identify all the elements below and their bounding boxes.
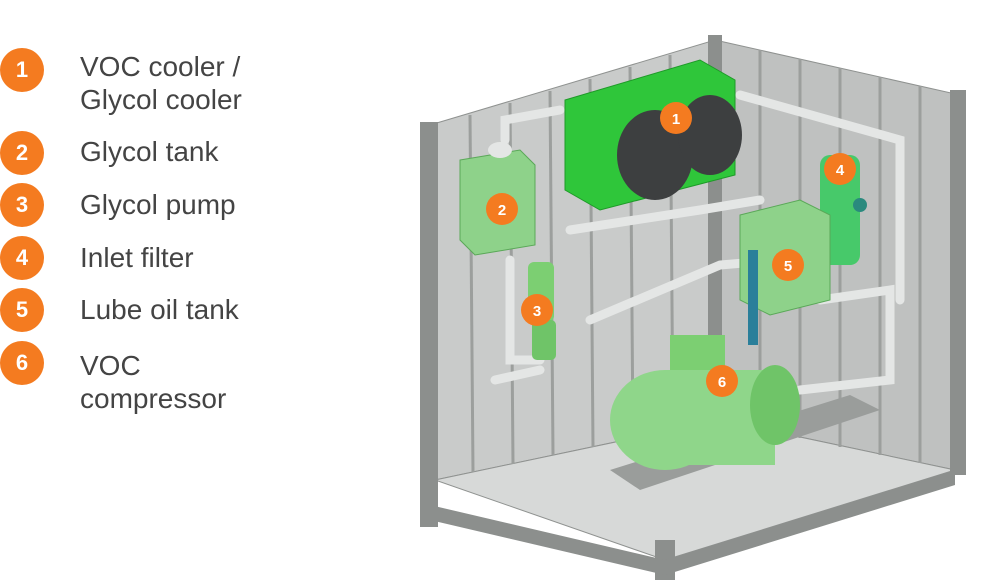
container-frame xyxy=(420,35,966,580)
svg-text:6: 6 xyxy=(718,374,726,391)
legend-label: Glycol pump xyxy=(80,189,236,220)
piping xyxy=(490,90,905,395)
legend-label: Inlet filter xyxy=(80,242,194,273)
number-badge: 6 xyxy=(0,341,44,385)
legend-label: VOC compressor xyxy=(80,350,227,414)
number-badge: 4 xyxy=(0,236,44,280)
legend-label: VOC cooler / Glycol cooler xyxy=(80,51,242,115)
marker-1: 1 xyxy=(660,102,692,134)
marker-4: 4 xyxy=(824,153,856,185)
marker-6: 6 xyxy=(706,365,738,397)
svg-text:1: 1 xyxy=(672,111,680,128)
marker-5: 5 xyxy=(772,249,804,281)
marker-3: 3 xyxy=(521,294,553,326)
svg-text:3: 3 xyxy=(533,303,541,320)
voc-glycol-cooler xyxy=(564,59,742,211)
svg-text:4: 4 xyxy=(836,162,845,179)
number-badge: 5 xyxy=(0,288,44,332)
legend-label: Lube oil tank xyxy=(80,294,239,325)
number-badge: 3 xyxy=(0,183,44,227)
number-badge: 1 xyxy=(0,48,44,92)
legend-label: Glycol tank xyxy=(80,136,219,167)
container-illustration: 1 2 3 4 5 6 xyxy=(420,35,966,580)
marker-2: 2 xyxy=(486,193,518,225)
svg-text:5: 5 xyxy=(784,258,792,275)
number-badge: 2 xyxy=(0,131,44,175)
svg-text:2: 2 xyxy=(498,202,506,219)
